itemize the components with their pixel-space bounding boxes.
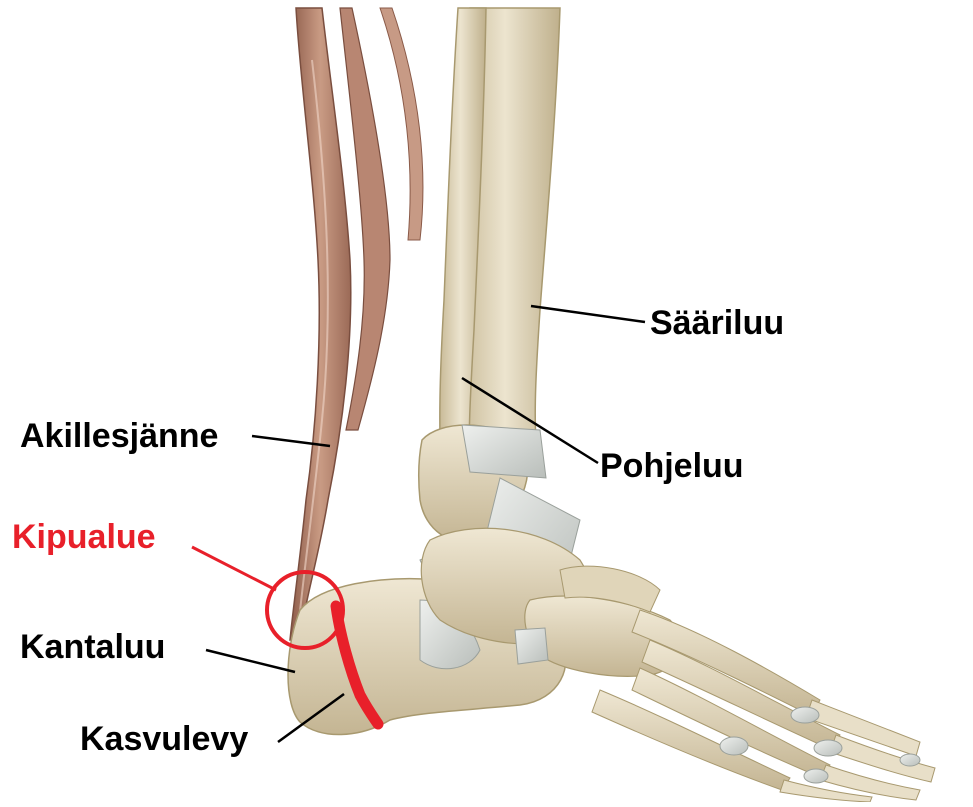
label-kantaluu: Kantaluu [20,630,165,664]
leader-line-kantaluu [206,650,295,672]
label-pohjeluu: Pohjeluu [600,449,744,483]
label-saariluu: Sääriluu [650,306,784,340]
toe-bones [720,700,935,802]
label-kasvulevy: Kasvulevy [80,722,248,756]
achilles-tendon [290,8,423,640]
label-kipualue: Kipualue [12,520,156,554]
leader-line-saariluu [531,306,645,322]
label-akillesjanne: Akillesjänne [20,419,218,453]
leader-line-kipualue [192,547,276,590]
